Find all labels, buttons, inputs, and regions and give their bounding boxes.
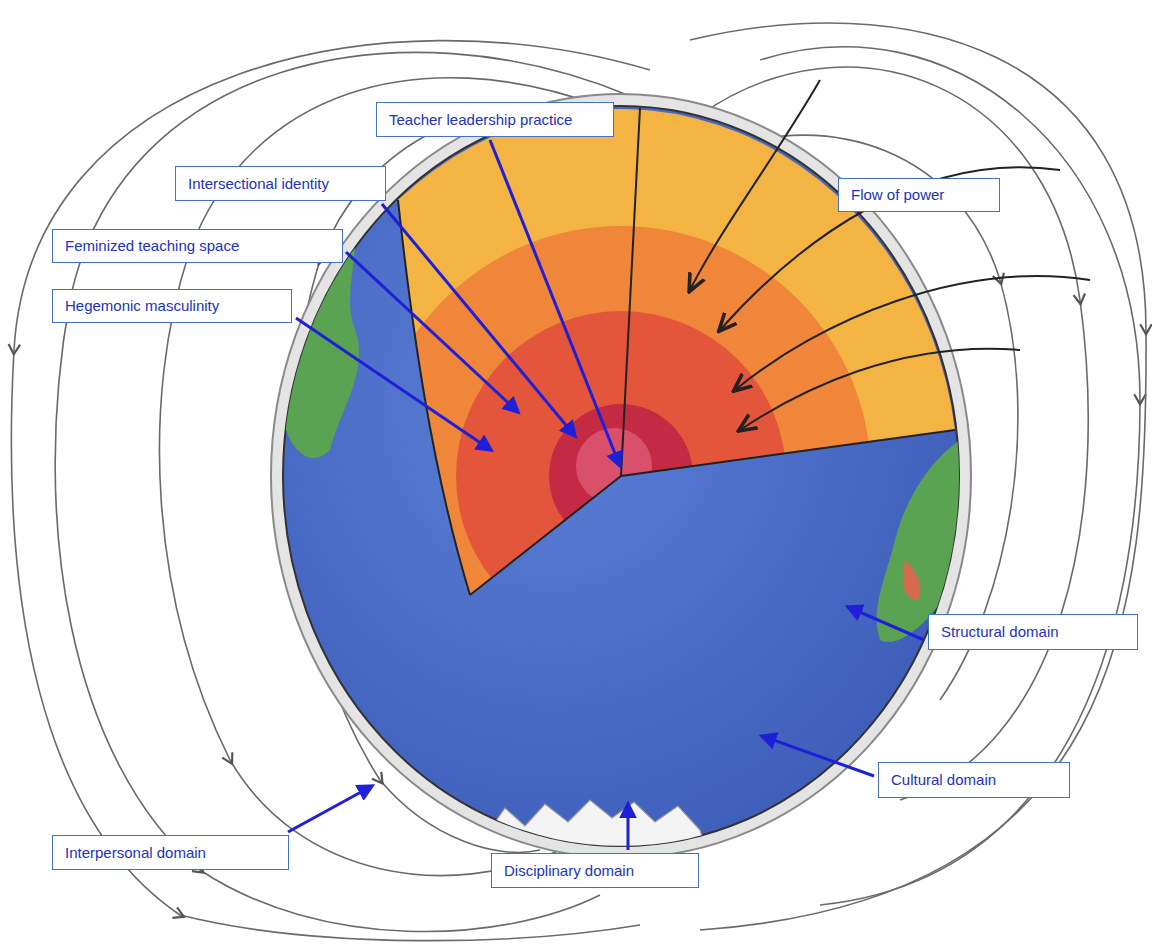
callout-box: Intersectional identity [175, 166, 386, 201]
callout-box: Feminized teaching space [52, 229, 343, 263]
callout-box: Cultural domain [878, 762, 1070, 798]
callout-box: Interpersonal domain [52, 835, 289, 870]
callout-label: Interpersonal domain [65, 844, 206, 862]
callout-label: Cultural domain [891, 771, 996, 789]
callout-label: Feminized teaching space [65, 237, 239, 255]
callout-box: Flow of power [838, 178, 1000, 212]
callout-box: Disciplinary domain [491, 853, 699, 888]
callout-box: Hegemonic masculinity [52, 289, 292, 323]
callout-label: Structural domain [941, 623, 1059, 641]
callout-label: Flow of power [851, 186, 944, 204]
callout-box: Structural domain [928, 614, 1138, 650]
callout-label: Teacher leadership practice [389, 111, 572, 129]
callout-label: Hegemonic masculinity [65, 297, 219, 315]
callout-label: Disciplinary domain [504, 862, 634, 880]
callout-box: Teacher leadership practice [376, 102, 614, 137]
callout-label: Intersectional identity [188, 175, 329, 193]
